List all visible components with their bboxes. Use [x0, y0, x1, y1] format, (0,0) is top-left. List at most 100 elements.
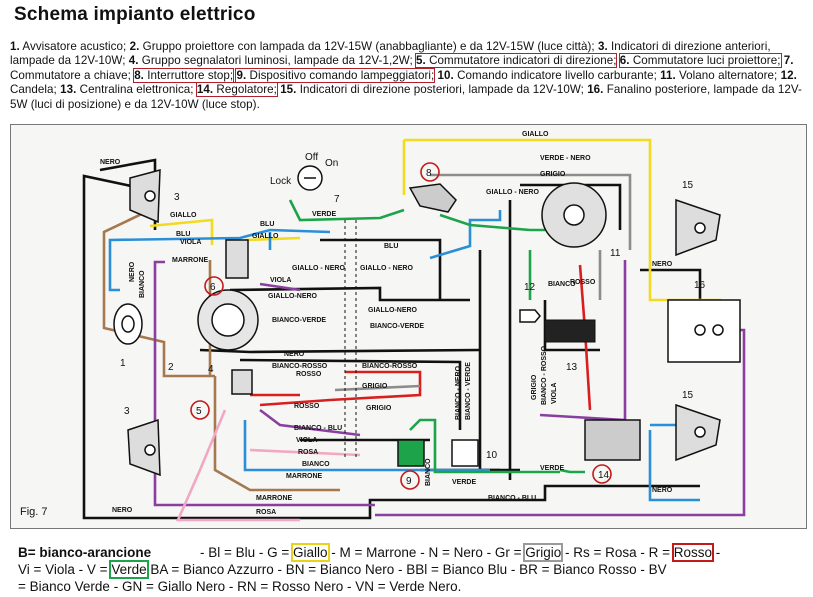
legend-item: 1. Avvisatore acustico;	[10, 40, 130, 53]
green-wires	[288, 199, 585, 474]
component-number: 3	[124, 406, 130, 417]
legend-item-number: 8.	[134, 68, 144, 82]
color-code-text: Vi = Viola - V =	[18, 562, 112, 577]
legend-item: 2. Gruppo proiettore con lampada da 12V-…	[130, 40, 598, 53]
wire-label: BIANCO	[548, 281, 576, 288]
component-number: 13	[566, 362, 578, 373]
component-legend: 1. Avvisatore acustico; 2. Gruppo proiet…	[10, 40, 805, 112]
handlebar-switch-icon	[225, 239, 253, 395]
wire-label: BIANCO - BLU	[294, 425, 342, 432]
color-code-text: - Bl = Blu - G =	[200, 545, 294, 560]
wire-label: VERDE	[452, 479, 476, 486]
legend-item-number: 12.	[780, 68, 797, 82]
legend-item-number: 16.	[587, 83, 604, 97]
legend-item-text: Indicatori di direzione posteriori, lamp…	[296, 83, 588, 97]
wire-label: VIOLA	[551, 383, 558, 404]
rear-indicator-bottom-icon	[675, 403, 721, 462]
legend-item-text: Dispositivo comando lampeggiatori;	[246, 68, 435, 82]
wire-label: GRIGIO	[362, 383, 388, 390]
ignition-key-switch-icon	[297, 165, 323, 191]
legend-item-number: 2.	[129, 40, 140, 53]
component-number: 1	[120, 358, 126, 369]
grey-wires	[334, 173, 632, 392]
component-number: 10	[486, 450, 498, 461]
wire-label: VERDE - NERO	[540, 155, 591, 162]
legend-item-text: Volano alternatore;	[675, 68, 781, 82]
legend-item: 10. Comando indicatore livello carburant…	[438, 69, 661, 82]
legend-item-text: Commutatore a chiave;	[10, 68, 135, 82]
wire-label: BIANCO-ROSSO	[272, 363, 328, 370]
color-code-text: - M = Marrone - N = Nero - Gr =	[327, 545, 526, 560]
fuel-sender-icon	[451, 439, 479, 467]
legend-item-number: 6.	[619, 54, 630, 68]
component-number: 3	[174, 192, 180, 203]
legend-item-text: Gruppo proiettore con lampada da 12V-15W…	[139, 40, 598, 53]
spark-plug-icon	[519, 309, 541, 323]
wire-label: GIALLO	[170, 212, 197, 219]
legend-item-number: 5.	[416, 54, 426, 68]
legend-item-number: 11.	[660, 68, 676, 82]
legend-item: 5. Commutatore indicatori di direzione;	[415, 53, 618, 69]
color-code-highlight: Rosso	[671, 543, 715, 562]
highlight-circles	[190, 162, 612, 490]
wire-label: GIALLO - NERO	[360, 265, 413, 272]
wire-label: VIOLA	[296, 437, 317, 444]
wire-label: ROSSO	[570, 279, 596, 286]
legend-item: 4. Gruppo segnalatori luminosi, lampade …	[129, 54, 416, 67]
ecu-icon	[544, 319, 596, 343]
wire-label: BIANCO - ROSSO	[541, 345, 548, 405]
wire-label: MARRONE	[286, 473, 322, 480]
component-number: 6	[210, 282, 216, 293]
wire-label: GIALLO - NERO	[486, 189, 539, 196]
wire-label: BLU	[260, 221, 274, 228]
alternator-flywheel-icon	[541, 182, 607, 248]
legend-item-text: Comando indicatore livello carburante;	[453, 68, 661, 82]
legend-item: 3. Indicatori di direzione anteriori, la…	[10, 40, 771, 67]
wire-label: BIANCO-ROSSO	[362, 363, 418, 370]
wire-label: MARRONE	[172, 257, 208, 264]
legend-item-number: 14.	[196, 83, 214, 97]
page-title: Schema impianto elettrico	[14, 4, 256, 25]
wire-label: BIANCO	[139, 270, 146, 298]
legend-item-number: 1.	[10, 40, 20, 53]
red-wires	[250, 264, 592, 411]
legend-item: 12. Candela;	[10, 69, 797, 96]
wire-label: GIALLO-NERO	[268, 293, 318, 300]
color-code-highlight: Verde	[109, 560, 149, 579]
color-code-text: BA = Bianco Azzurro - BN = Bianco Nero -…	[146, 562, 667, 577]
wire-label: ROSSO	[296, 371, 322, 378]
legend-item: 7. Commutatore a chiave;	[10, 54, 794, 81]
wire-label: MARRONE	[256, 495, 292, 502]
legend-item-number: 9.	[236, 68, 247, 82]
legend-item-text: Commutatore indicatori di direzione;	[425, 54, 617, 68]
legend-item-number: 3.	[597, 40, 608, 53]
wire-labels: NEROGIALLOBLUVIOLAMARRONEBLUGIALLOBLUGIA…	[100, 131, 673, 516]
wire-label: NERO	[652, 487, 673, 494]
wire-label: GRIGIO	[366, 405, 392, 412]
wire-label: BIANCO-VERDE	[272, 317, 326, 324]
component-number: 7	[334, 194, 340, 205]
legend-item-text: Gruppo segnalatori luminosi, lampade da …	[138, 54, 417, 68]
wire-label: NERO	[112, 507, 133, 514]
legend-item: 16. Fanalino posteriore, lampade da 12V-…	[10, 83, 802, 110]
color-code-text: - Rs = Rosa - R =	[561, 545, 674, 560]
wire-label: VERDE	[312, 211, 336, 218]
blue-wires	[108, 210, 702, 502]
wire-label: ROSA	[298, 449, 318, 456]
pink-wires	[176, 409, 361, 522]
color-code-note: B= bianco-arancione	[18, 545, 152, 560]
legend-item-number: 7.	[783, 54, 794, 68]
component-number: 15	[682, 390, 694, 401]
wire-label: NERO	[100, 159, 121, 166]
component-number-labels: 1 2 3 3 4 5 6 7 8 9 10 11 12 13 14 15 15…	[120, 168, 706, 487]
color-code-text: = Bianco Verde - GN = Giallo Nero - RN =…	[18, 579, 462, 594]
wire-label: ROSA	[256, 509, 276, 516]
wire-label: BIANCO	[425, 458, 432, 486]
wire-label: BLU	[384, 243, 398, 250]
wire-label: BIANCO - BLU	[488, 495, 536, 502]
legend-item: 6. Commutatore luci proiettore;	[618, 53, 782, 69]
component-number: 14	[598, 470, 610, 481]
color-code-line-1: - Bl = Blu - G = Giallo - M = Marrone - …	[200, 543, 720, 562]
component-number: 2	[168, 362, 174, 373]
